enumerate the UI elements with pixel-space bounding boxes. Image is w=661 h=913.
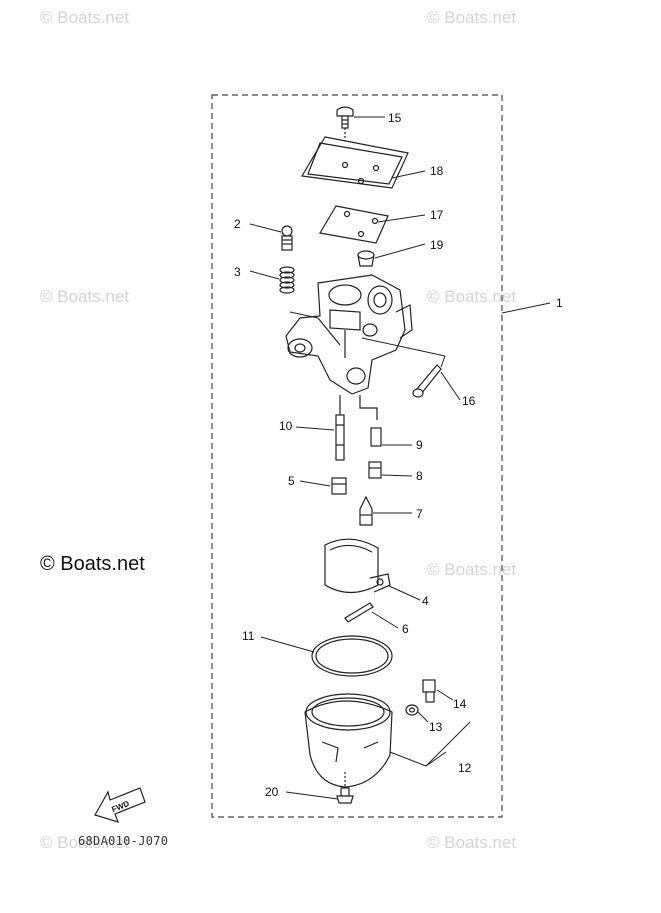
part-8-jet — [368, 461, 382, 479]
part-12-float-bowl — [304, 693, 393, 788]
part-5-jet — [331, 477, 347, 495]
label-part-17: 17 — [430, 208, 444, 222]
leader-lines — [249, 116, 551, 800]
part-7-needle — [359, 495, 373, 526]
part-14-screw — [422, 679, 436, 703]
part-2-screw — [281, 225, 293, 251]
part-6-pin — [344, 602, 374, 623]
label-part-13: 13 — [429, 720, 443, 734]
part-19-plug — [357, 250, 375, 267]
part-13-washer — [405, 704, 419, 716]
figure-code: 68DA010-J070 — [78, 834, 169, 848]
part-1-carburetor-body — [285, 274, 446, 395]
part-20-screw — [336, 772, 354, 804]
label-part-14: 14 — [453, 697, 467, 711]
watermark: © Boats.net — [427, 287, 517, 306]
label-part-3: 3 — [234, 265, 241, 279]
label-part-8: 8 — [416, 469, 423, 483]
label-part-18: 18 — [430, 164, 444, 178]
part-3-spring — [279, 266, 295, 294]
label-part-4: 4 — [422, 594, 429, 608]
watermark: © Boats.net — [40, 287, 130, 306]
watermark: © Boats.net — [427, 8, 517, 27]
part-17-gasket — [319, 205, 389, 244]
label-part-7: 7 — [416, 507, 423, 521]
part-11-oring — [311, 635, 393, 677]
assembly-frame — [211, 94, 503, 818]
label-part-19: 19 — [430, 238, 444, 252]
part-9-jet — [359, 395, 382, 447]
watermark: © Boats.net — [427, 560, 517, 579]
part-10-nozzle — [335, 395, 345, 461]
watermark-main: © Boats.net — [40, 553, 145, 575]
label-part-2: 2 — [234, 217, 241, 231]
part-18-cover — [301, 136, 409, 189]
label-part-6: 6 — [402, 622, 409, 636]
part-16-screw — [412, 364, 442, 398]
fwd-arrow-icon — [94, 787, 146, 823]
label-part-5: 5 — [288, 474, 295, 488]
label-part-9: 9 — [416, 438, 423, 452]
label-part-1: 1 — [556, 296, 563, 310]
label-part-10: 10 — [279, 419, 293, 433]
label-part-11: 11 — [242, 629, 255, 643]
label-part-15: 15 — [388, 111, 402, 125]
watermark: © Boats.net — [40, 833, 130, 852]
watermark: © Boats.net — [427, 833, 517, 852]
part-4-float — [324, 538, 391, 594]
label-part-12: 12 — [458, 761, 472, 775]
label-part-20: 20 — [265, 785, 279, 799]
label-part-16: 16 — [462, 394, 476, 408]
watermark: © Boats.net — [40, 8, 130, 27]
